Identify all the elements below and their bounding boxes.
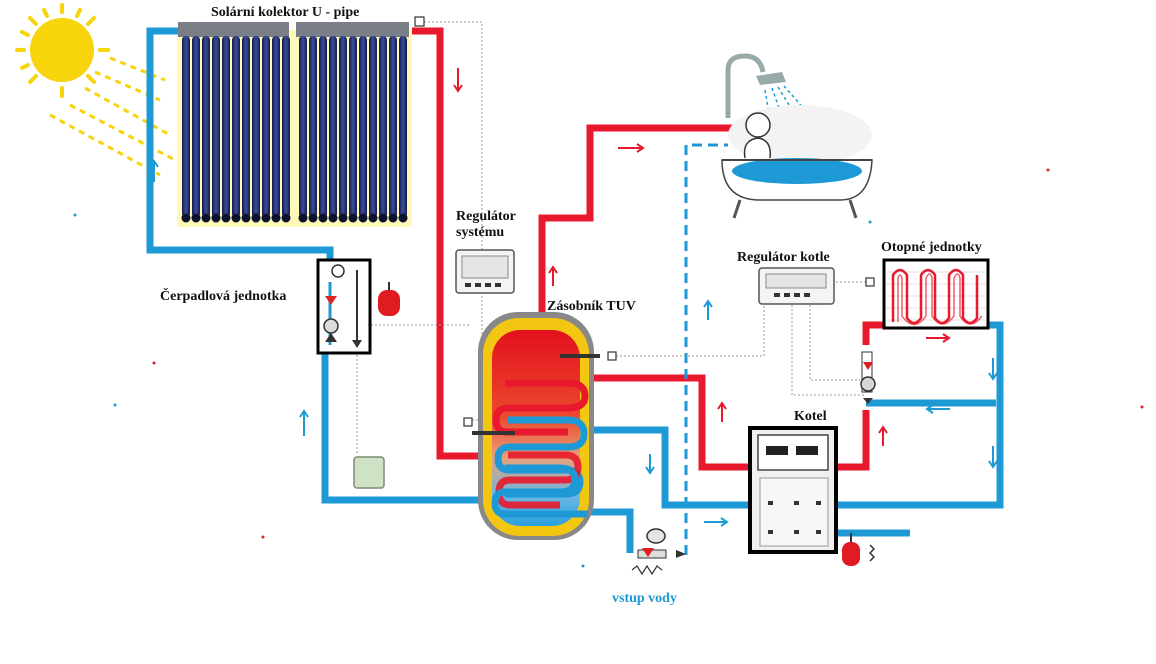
tube-end-cap <box>348 213 358 223</box>
cold-water-line <box>684 143 728 555</box>
sun-icon <box>15 3 176 177</box>
control-wires <box>356 21 870 455</box>
collector-tube <box>192 36 200 218</box>
tube-end-cap <box>221 213 231 223</box>
tube-end-cap <box>298 213 308 223</box>
system-regulator-label-line1: Regulátor <box>456 209 516 224</box>
collector-tube <box>242 36 250 218</box>
pump-unit[interactable] <box>316 258 372 355</box>
boiler-regulator-label: Regulátor kotle <box>737 250 830 265</box>
tube-end-cap <box>398 213 408 223</box>
flow-arrows <box>149 68 998 527</box>
collector-tube <box>262 36 270 218</box>
collector-tube <box>202 36 210 218</box>
collector-tube <box>252 36 260 218</box>
boiler-regulator-display-icon <box>758 267 835 305</box>
tube-end-cap <box>191 213 201 223</box>
gauge-icon <box>331 264 345 278</box>
collector-tube <box>359 36 367 218</box>
collector-tube <box>222 36 230 218</box>
tube-end-cap <box>358 213 368 223</box>
collector-tube <box>339 36 347 218</box>
pump-unit-label: Čerpadlová jednotka <box>160 289 287 304</box>
radiator-coil-icon[interactable] <box>882 258 990 330</box>
hot-water-tank <box>472 312 600 540</box>
collector-tube <box>299 36 307 218</box>
collector-tube <box>389 36 397 218</box>
collector-tube <box>212 36 220 218</box>
collector-tube <box>182 36 190 218</box>
heating-units-label: Otopné jednotky <box>881 240 982 255</box>
tube-end-cap <box>328 213 338 223</box>
tube-end-cap <box>201 213 211 223</box>
tube-end-cap <box>368 213 378 223</box>
collector-tube <box>272 36 280 218</box>
cold-pipes <box>146 27 1004 553</box>
boiler-expansion-vessel-icon <box>842 533 876 566</box>
tube-end-cap <box>308 213 318 223</box>
tube-end-cap <box>388 213 398 223</box>
tube-end-cap <box>181 213 191 223</box>
tube-end-cap <box>251 213 261 223</box>
collector-tube <box>349 36 357 218</box>
antifreeze-canister <box>353 456 385 489</box>
tube-end-cap <box>271 213 281 223</box>
inlet-valve-group <box>631 528 686 576</box>
tube-end-cap <box>378 213 388 223</box>
collector-tube <box>329 36 337 218</box>
circulation-pump-icon <box>860 351 876 404</box>
person-head <box>745 112 771 138</box>
tube-end-cap <box>338 213 348 223</box>
pump-icon <box>323 318 339 334</box>
solar-collector <box>177 22 412 227</box>
system-regulator-label-line2: systému <box>456 225 505 240</box>
collector-tube <box>369 36 377 218</box>
regulator-display-icon <box>455 249 515 294</box>
collector-tube <box>399 36 407 218</box>
tank-label: Zásobník TUV <box>547 299 636 314</box>
valve-icon <box>325 296 337 305</box>
collector-label: Solární kolektor U - pipe <box>211 5 360 20</box>
tube-end-cap <box>231 213 241 223</box>
tube-end-cap <box>211 213 221 223</box>
expansion-vessel-icon <box>378 282 400 316</box>
collector-tube <box>232 36 240 218</box>
tube-end-cap <box>261 213 271 223</box>
collector-tube <box>379 36 387 218</box>
tube-end-cap <box>281 213 291 223</box>
collector-tube <box>309 36 317 218</box>
decor-dots <box>73 168 1144 568</box>
water-inlet-label: vstup vody <box>612 591 677 606</box>
collector-tube <box>319 36 327 218</box>
tube-end-cap <box>241 213 251 223</box>
tube-end-cap <box>318 213 328 223</box>
boiler-label: Kotel <box>794 409 827 424</box>
sensor-icon <box>414 16 875 427</box>
boiler-icon[interactable] <box>748 426 838 554</box>
bathtub-icon <box>721 105 873 219</box>
collector-tube <box>282 36 290 218</box>
